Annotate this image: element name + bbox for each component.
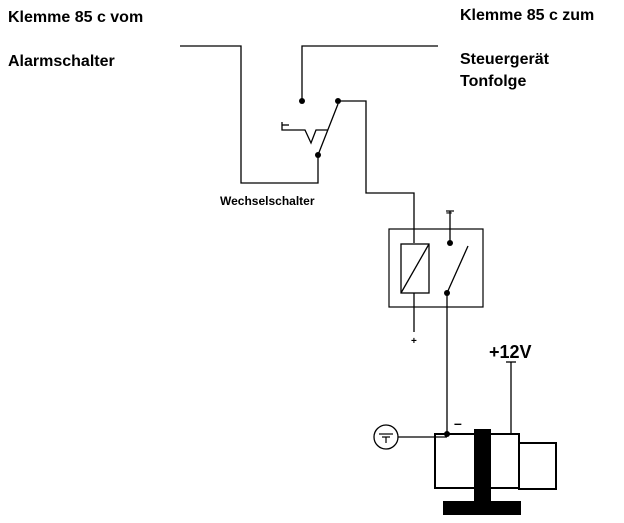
motor-base: [443, 501, 521, 515]
motor-side-block: [518, 442, 557, 490]
wire-alarm-input: [180, 45, 319, 184]
switch-contact-nc: [299, 98, 305, 104]
relay-bottom-sign: +: [411, 336, 417, 347]
left-label-line2: Alarmschalter: [8, 53, 115, 70]
relay-contact-pivot-dot: [444, 290, 450, 296]
left-label-line1: Klemme 85 c vom: [8, 9, 143, 26]
motor-sign: –: [454, 415, 462, 431]
ground-symbol: [373, 424, 399, 450]
switch-contact-common: [335, 98, 341, 104]
right-label-line1: Klemme 85 c zum: [460, 7, 594, 24]
relay-box: [388, 228, 484, 308]
motor-junction-dot: [444, 431, 450, 437]
switch-actuator: [281, 122, 328, 145]
voltage-label: +12V: [489, 342, 532, 362]
switch-label: Wechselschalter: [220, 194, 315, 208]
relay-top-sign: –: [446, 207, 452, 219]
right-label-line3: Tonfolge: [460, 73, 526, 90]
relay-coil: [400, 243, 430, 294]
right-label-line2: Steuergerät: [460, 51, 550, 68]
relay-contact-arm: [446, 245, 469, 294]
relay-coil-diagonal: [400, 243, 430, 294]
motor-shaft: [474, 430, 491, 502]
switch-contact-pivot: [315, 152, 321, 158]
relay-contact-top-dot: [447, 240, 453, 246]
wire-control-output: [301, 45, 438, 100]
wire-switch-to-relay: [338, 100, 415, 243]
